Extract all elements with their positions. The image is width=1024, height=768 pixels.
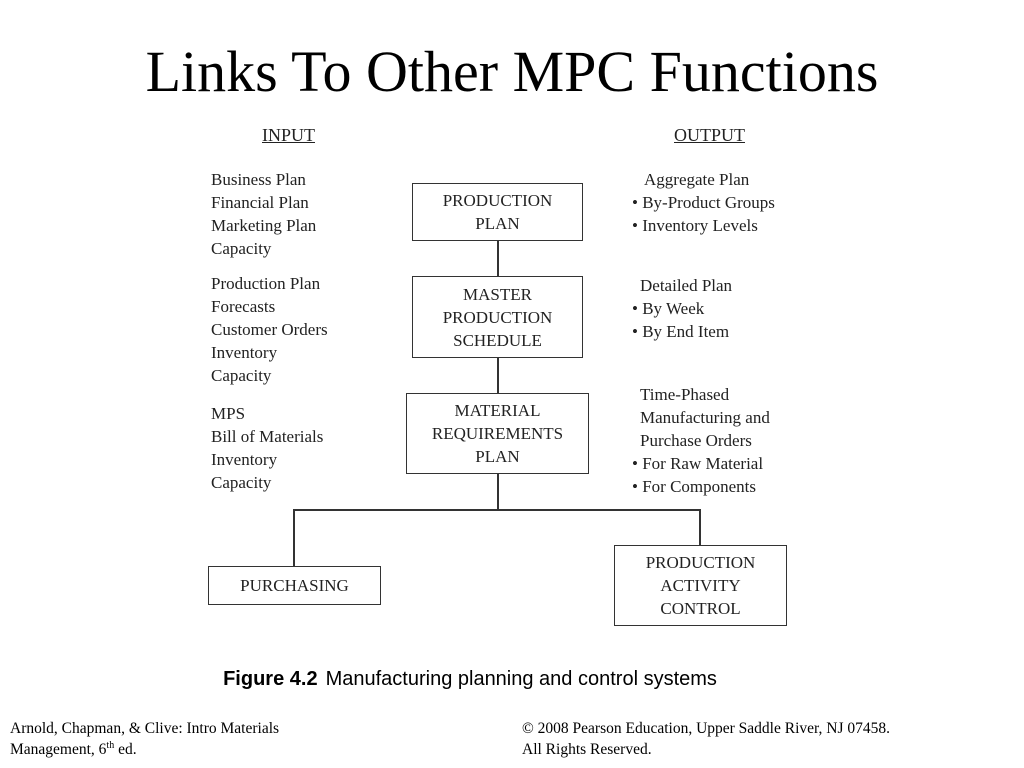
box-label: PRODUCTION (442, 191, 553, 210)
output-item: Manufacturing and (640, 408, 770, 427)
input-item: Capacity (211, 473, 272, 492)
input-group-mrp: MPS Bill of Materials Inventory Capacity (211, 402, 323, 494)
output-item: Time-Phased (640, 385, 730, 404)
input-item: Customer Orders (211, 320, 328, 339)
box-label: MATERIAL (454, 401, 541, 420)
footer-citation-line2: Management, 6th ed. (10, 739, 279, 760)
output-item: Aggregate Plan (644, 170, 750, 189)
connector-line (293, 509, 700, 511)
box-label: SCHEDULE (453, 330, 542, 350)
footer-copyright: © 2008 Pearson Education, Upper Saddle R… (522, 720, 891, 737)
output-group-production-plan: Aggregate Plan By-Product Groups Invento… (632, 168, 775, 237)
input-item: Capacity (211, 239, 272, 258)
input-item: Financial Plan (211, 193, 309, 212)
output-bullet: By Week (632, 297, 732, 320)
figure-caption-text: Manufacturing planning and control syste… (325, 668, 717, 690)
footer-citation-sup: th (106, 739, 115, 751)
input-item: Marketing Plan (211, 216, 317, 235)
production-plan-box: PRODUCTION PLAN (412, 183, 583, 241)
slide-title: Links To Other MPC Functions (145, 39, 879, 104)
input-header: INPUT (262, 125, 315, 145)
purchasing-box: PURCHASING (208, 566, 381, 605)
output-bullet: Inventory Levels (632, 214, 775, 237)
footer-left: Arnold, Chapman, & Clive: Intro Material… (10, 718, 279, 760)
input-item: MPS (211, 404, 246, 423)
footer-right: © 2008 Pearson Education, Upper Saddle R… (522, 718, 890, 760)
connector-line (497, 474, 499, 510)
master-production-schedule-box: MASTER PRODUCTION SCHEDULE (412, 276, 583, 358)
input-group-production-plan: Business Plan Financial Plan Marketing P… (211, 168, 316, 260)
input-item: Business Plan (211, 170, 306, 189)
footer-citation-line1: Arnold, Chapman, & Clive: Intro Material… (10, 720, 280, 737)
figure-caption: Figure 4.2 Manufacturing planning and con… (0, 666, 940, 692)
connector-line (293, 509, 295, 566)
box-label: MASTER (463, 284, 532, 304)
material-requirements-plan-box: MATERIAL REQUIREMENTS PLAN (406, 393, 589, 474)
box-label: REQUIREMENTS (431, 424, 564, 443)
input-item: Capacity (211, 366, 272, 385)
output-bullet: By-Product Groups (632, 191, 775, 214)
output-bullet: For Components (632, 475, 770, 498)
box-label: CONTROL (660, 599, 741, 618)
box-label: PLAN (475, 214, 520, 233)
input-item: Bill of Materials (211, 427, 324, 446)
output-item: Detailed Plan (640, 276, 733, 295)
connector-line (699, 509, 701, 545)
output-header: OUTPUT (674, 125, 745, 145)
output-group-mrp: Time-Phased Manufacturing and Purchase O… (632, 383, 770, 498)
footer-citation-text-end: ed. (114, 741, 137, 758)
output-bullet: For Raw Material (632, 452, 770, 475)
figure-label: Figure 4.2 (223, 668, 318, 690)
footer-rights: All Rights Reserved. (522, 741, 652, 758)
input-item: Forecasts (211, 297, 276, 316)
output-bullet: By End Item (632, 320, 732, 343)
footer-citation-text: Management, 6 (10, 741, 107, 758)
box-label: ACTIVITY (660, 576, 741, 595)
connector-line (497, 358, 499, 393)
production-activity-control-box: PRODUCTION ACTIVITY CONTROL (614, 545, 787, 626)
input-item: Inventory (211, 450, 278, 469)
box-label: PURCHASING (240, 576, 349, 595)
box-label: PLAN (475, 447, 520, 466)
input-item: Inventory (211, 343, 278, 362)
input-item: Production Plan (211, 274, 321, 293)
box-label: PRODUCTION (442, 307, 553, 327)
output-item: Purchase Orders (640, 431, 752, 450)
box-label: PRODUCTION (645, 553, 756, 572)
connector-line (497, 241, 499, 276)
output-group-mps: Detailed Plan By Week By End Item (632, 274, 732, 343)
input-group-mps: Production Plan Forecasts Customer Order… (211, 272, 328, 387)
